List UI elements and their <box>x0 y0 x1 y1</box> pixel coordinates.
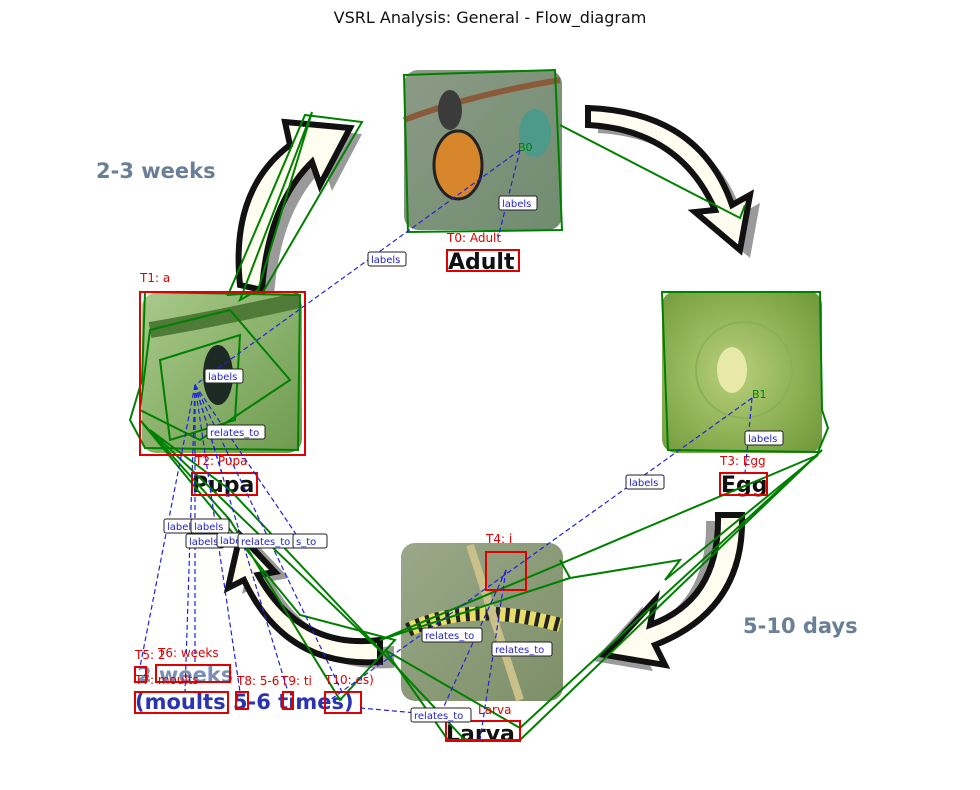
rel-adult-label <box>497 149 521 239</box>
rel-tag-11: relates_to <box>237 533 299 549</box>
label-5-10-days: 5-10 days <box>743 614 858 638</box>
label-2-3-weeks: 2-3 weeks <box>96 159 216 183</box>
rel-tag-14: relates_to <box>491 641 553 657</box>
rel-tag-1: labels <box>498 195 538 211</box>
svg-text:relates_to: relates_to <box>495 645 544 656</box>
egg-photo <box>662 291 822 453</box>
tag-t7: T7: moults <box>134 673 199 687</box>
svg-text:labels: labels <box>371 255 400 266</box>
blob-b1-tag: B1 <box>752 388 767 401</box>
rel-t4-larva-2 <box>479 569 507 741</box>
textbox-t1 <box>139 291 306 456</box>
adult-photo <box>402 70 562 230</box>
rel-tag-15: relates_to <box>410 707 472 723</box>
rel-pupa-relates <box>194 384 301 541</box>
arrow-top-right <box>585 104 760 258</box>
textbox-t6 <box>155 664 231 683</box>
tag-t10: T10: es) <box>324 673 374 687</box>
textbox-t3 <box>719 472 768 496</box>
svg-text:labels: labels <box>167 522 196 533</box>
arrow-bottom-right <box>593 512 746 671</box>
textbox-t7 <box>134 691 229 714</box>
svg-text:relates_to: relates_to <box>425 631 474 642</box>
textbox-t0 <box>446 249 520 272</box>
blob-pupa-inner <box>138 308 292 442</box>
tag-t6: T6: weeks <box>157 646 219 660</box>
page-title: VSRL Analysis: General - Flow_diagram <box>333 8 647 27</box>
tag-t0: T0: Adult <box>446 231 501 245</box>
textbox-t8 <box>235 691 249 710</box>
rel-egg-label <box>744 397 753 474</box>
blob-larva-edge <box>559 559 571 579</box>
svg-text:labels: labels <box>208 372 237 383</box>
rel-tag-8: labels <box>190 518 230 534</box>
rel-tag-13: relates_to <box>421 627 483 643</box>
blob-pupa <box>128 290 302 452</box>
tag-t2: T2: Pupa <box>194 454 247 468</box>
svg-text:labels: labels <box>629 478 658 489</box>
rel-tag-6: labels <box>625 474 665 490</box>
tag-t11: Larva <box>478 703 511 717</box>
svg-text:labels: labels <box>748 434 777 445</box>
blob-arrow-right <box>559 124 746 220</box>
label-larva: Larva <box>446 722 515 747</box>
tag-t9: T9: ti <box>280 674 312 688</box>
blob-pupa-larva <box>139 419 397 702</box>
blob-arrow-lower-right <box>379 454 819 641</box>
svg-text:labels: labels <box>502 199 531 210</box>
svg-text:relates_to: relates_to <box>210 428 259 439</box>
arrow-bottom-left <box>223 528 394 669</box>
textbox-t10 <box>324 691 362 714</box>
blob-pupa-inner-2 <box>158 333 242 442</box>
rel-tag-3: labels <box>204 368 244 384</box>
rel-tag-12: s_to <box>292 533 328 549</box>
rel-tag-2: labels <box>367 251 407 267</box>
svg-text:labe: labe <box>220 536 241 547</box>
rel-t4-larva <box>439 569 507 716</box>
text-box-outlines <box>134 249 768 742</box>
rel-tag-4: relates_to <box>206 424 266 440</box>
blob-outlines <box>128 68 830 741</box>
svg-text:relates_to: relates_to <box>414 711 463 722</box>
blob-b0-tag: B0 <box>518 141 533 154</box>
tag-t8: T8: 5-6 <box>236 674 279 688</box>
tag-t5: T5: 2 <box>134 648 165 662</box>
svg-text:labels: labels <box>189 537 218 548</box>
svg-text:relates_to: relates_to <box>241 537 290 548</box>
svg-text:labels: labels <box>194 522 223 533</box>
blob-egg <box>660 291 830 454</box>
relation-tags: labels labels labels relates_to labels l… <box>163 195 784 723</box>
blob-arrow-left-2 <box>238 111 313 303</box>
rel-egg-t10 <box>329 397 753 701</box>
textbox-t5 <box>134 666 147 683</box>
blob-larva-cross <box>384 449 823 741</box>
tag-t3: T3: Egg <box>719 454 766 468</box>
tag-t4: T4: i <box>485 532 512 546</box>
blob-adult <box>402 68 564 234</box>
rel-adult-pupa <box>194 149 521 386</box>
tag-t1: T1: a <box>139 271 170 285</box>
text-box-tags: T0: Adult T1: a T2: Pupa T3: Egg T4: i T… <box>134 231 766 717</box>
svg-text:s_to: s_to <box>296 537 316 548</box>
textbox-t4 <box>485 551 527 591</box>
rel-tag-5: labels <box>744 430 784 446</box>
label-moults: (moults 5-6 times) <box>135 690 354 714</box>
